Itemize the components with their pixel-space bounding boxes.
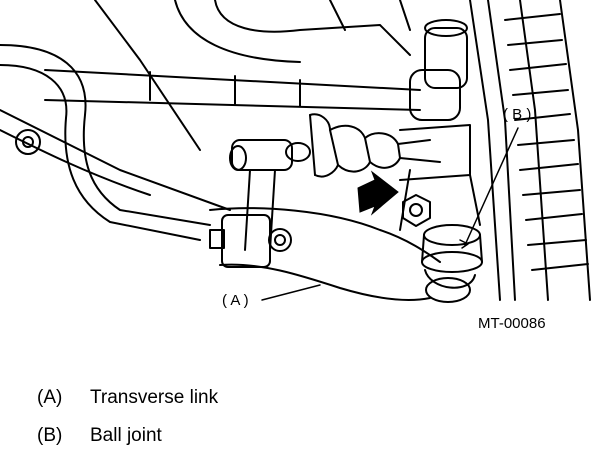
legend-key-b: (B) <box>37 425 63 446</box>
suspension-drawing <box>0 0 591 303</box>
legend-key-a: (A) <box>37 387 63 408</box>
legend-item-a: (A) Transverse link <box>37 388 218 407</box>
indicator-arrow <box>357 170 399 216</box>
callout-a-label: ( A ) <box>222 292 249 309</box>
figure-reference-code: MT-00086 <box>478 315 546 332</box>
legend-text-a: Transverse link <box>90 387 219 408</box>
callout-a-leader <box>261 284 321 301</box>
transverse-link <box>209 207 441 301</box>
brake-disc <box>469 0 591 301</box>
legend-item-b: (B) Ball joint <box>37 426 162 445</box>
ball-joint-nut <box>402 194 431 227</box>
legend-text-b: Ball joint <box>90 425 162 446</box>
suspension-illustration: ( A ) ( B ) MT-00086 <box>0 0 591 332</box>
stabilizer-bar <box>0 44 211 241</box>
callout-b-label: ( B ) <box>503 106 532 123</box>
tie-rod <box>44 19 468 121</box>
stabilizer-link <box>229 139 311 251</box>
ball-joint <box>399 169 483 303</box>
callout-b-leader <box>464 127 519 246</box>
drive-shaft-boot <box>309 113 471 181</box>
